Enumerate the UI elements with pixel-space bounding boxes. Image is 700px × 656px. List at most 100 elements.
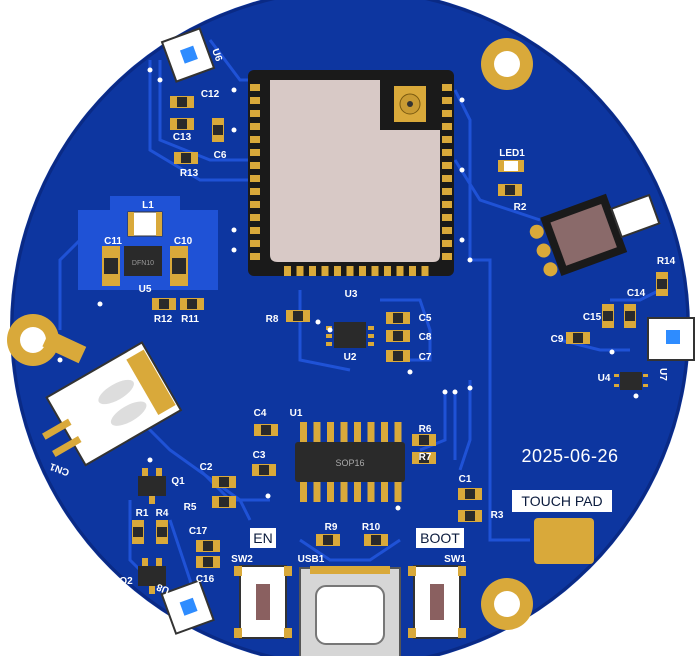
chip-pin: [354, 422, 361, 442]
module-pad: [250, 188, 260, 195]
via: [265, 493, 271, 499]
en-label: EN: [253, 530, 272, 546]
module-pad: [250, 201, 260, 208]
label-r13: R13: [180, 168, 199, 179]
usb-serial-chip-u1: SOP16: [295, 422, 405, 502]
capacitor-c10: [170, 246, 188, 286]
module-pad: [321, 266, 329, 276]
passive-component: [170, 118, 194, 130]
passive-component: [412, 434, 436, 446]
module-pad: [296, 266, 304, 276]
label-led1: LED1: [499, 148, 525, 159]
sensor-u8: [160, 579, 215, 635]
via: [467, 385, 473, 391]
touch-pad: [534, 518, 594, 564]
passive-component: [174, 152, 198, 164]
label-c3: C3: [253, 450, 266, 461]
passive-component: [316, 534, 340, 546]
chip-pin: [394, 482, 402, 502]
label-usb1: USB1: [298, 554, 325, 565]
module-pad: [250, 240, 260, 247]
via: [231, 227, 237, 233]
label-u1: U1: [290, 408, 303, 419]
module-pad: [442, 84, 452, 91]
chip-pin: [354, 482, 361, 502]
module-pad: [359, 266, 366, 276]
passive-component: [132, 520, 144, 544]
passive-component: [254, 424, 278, 436]
label-c15: C15: [583, 312, 602, 323]
button-sw2-en: [234, 565, 292, 639]
chip-pin: [313, 482, 321, 502]
module-pad: [442, 97, 452, 104]
passive-component: [386, 312, 410, 324]
ic-u2: [326, 322, 374, 348]
passive-component: [212, 118, 224, 142]
label-c11: C11: [104, 236, 122, 247]
chip-pin: [367, 422, 375, 442]
module-pad: [442, 188, 452, 195]
via: [395, 505, 401, 511]
module-pad: [442, 227, 452, 234]
module-pad: [371, 266, 379, 276]
module-pad: [442, 136, 452, 143]
module-pad: [396, 266, 404, 276]
module-pad: [250, 227, 260, 234]
chip-pin: [327, 482, 334, 502]
capacitor-c11: [102, 246, 120, 286]
via: [231, 127, 237, 133]
label-u8: U8: [155, 581, 171, 596]
module-pad: [442, 162, 452, 169]
label-r6: R6: [419, 424, 432, 435]
label-r10: R10: [362, 522, 381, 533]
label-u4: U4: [598, 373, 611, 384]
module-pad: [250, 123, 260, 130]
wifi-module-u3: [248, 70, 454, 276]
module-pad: [250, 97, 260, 104]
via: [315, 319, 321, 325]
module-pad: [442, 201, 452, 208]
touch-pad-label: TOUCH PAD: [521, 493, 602, 509]
mounting-hole-bottom-right: [481, 578, 533, 630]
via: [57, 357, 63, 363]
via: [442, 389, 448, 395]
module-pad: [250, 136, 260, 143]
passive-component: [656, 272, 668, 296]
label-c1: C1: [459, 474, 472, 485]
via: [327, 327, 333, 333]
via: [459, 237, 465, 243]
en-label-box: [250, 528, 276, 548]
passive-component: [170, 96, 194, 108]
label-c5: C5: [419, 313, 432, 324]
passive-component: [286, 310, 310, 322]
chip-pin: [367, 482, 375, 502]
boot-label-box: [416, 528, 464, 548]
label-c8: C8: [419, 332, 432, 343]
mounting-hole-top-right: [481, 38, 533, 90]
chip-pin: [327, 422, 334, 442]
label-u2: U2: [344, 352, 357, 363]
via: [147, 67, 153, 73]
passive-component: [498, 184, 522, 196]
passive-component: [156, 520, 168, 544]
chip-pin: [300, 482, 307, 502]
module-pad: [250, 162, 260, 169]
passive-component: [386, 350, 410, 362]
designator-labels: U3 U1 U2 U5 U6 U7 U8 U4 L1 LED1 R2 R14 C…: [48, 47, 676, 595]
module-pad: [284, 266, 291, 276]
module-pad: [384, 266, 391, 276]
label-q1: Q1: [171, 476, 185, 487]
label-u3: U3: [345, 289, 358, 300]
passive-component: [196, 540, 220, 552]
module-pad: [250, 149, 260, 156]
module-pad: [409, 266, 416, 276]
via: [231, 87, 237, 93]
via: [157, 77, 163, 83]
label-r11: R11: [181, 314, 199, 325]
label-r12: R12: [154, 314, 173, 325]
via: [609, 349, 615, 355]
traces: [58, 39, 661, 601]
passive-component: [602, 304, 614, 328]
ic-u4: [614, 372, 648, 390]
label-c14: C14: [627, 288, 646, 299]
